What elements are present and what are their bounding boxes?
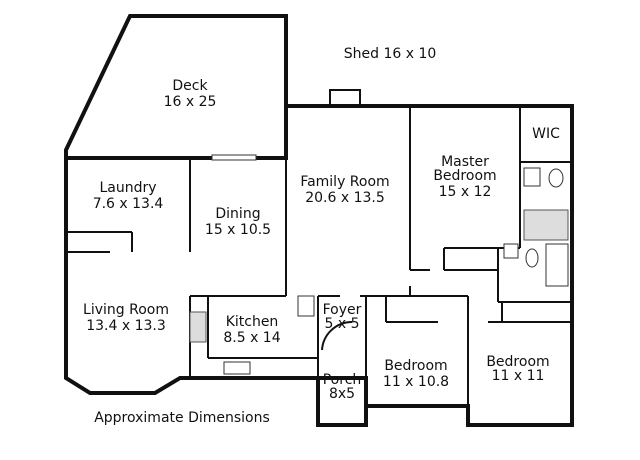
- sliding-door: [211, 154, 257, 161]
- kitchen-dims: 8.5 x 14: [223, 330, 280, 346]
- dining-dims: 15 x 10.5: [205, 222, 271, 238]
- deck-name: Deck: [172, 78, 208, 94]
- foyer-dims: 5 x 5: [325, 316, 360, 332]
- labels: Shed 16 x 10 Deck 16 x 25 Laundry 7.6 x …: [83, 46, 560, 426]
- bedroom-1-name: Bedroom: [384, 358, 447, 374]
- master-bedroom-dims: 15 x 12: [439, 184, 492, 200]
- kitchen-name: Kitchen: [226, 314, 279, 330]
- door-swing: [321, 320, 353, 351]
- deck-outline: [64, 14, 288, 160]
- family-room-dims: 20.6 x 13.5: [305, 190, 385, 206]
- family-room-name: Family Room: [300, 174, 389, 190]
- bedroom-2-dims: 11 x 11: [492, 368, 545, 384]
- living-room-dims: 13.4 x 13.3: [86, 318, 166, 334]
- laundry-name: Laundry: [99, 180, 156, 196]
- master-bedroom-name-1: Master: [441, 154, 489, 170]
- porch-name: Porch: [323, 372, 362, 388]
- master-bedroom-name-2: Bedroom: [433, 168, 496, 184]
- bedroom-1-dims: 11 x 10.8: [383, 374, 449, 390]
- toilet-icon: [548, 168, 564, 188]
- interior-walls: [66, 106, 572, 425]
- laundry-dims: 7.6 x 13.4: [93, 196, 164, 212]
- foyer-name: Foyer: [323, 302, 362, 318]
- stove-icon: [189, 311, 207, 343]
- chimney: [329, 89, 361, 107]
- bath-sink-icon: [503, 243, 519, 259]
- bathtub-icon: [545, 243, 569, 287]
- bath-toilet-icon: [525, 248, 539, 268]
- shed-label: Shed 16 x 10: [344, 46, 437, 62]
- bedroom-2-name: Bedroom: [486, 354, 549, 370]
- footer-note: Approximate Dimensions: [94, 410, 270, 426]
- deck-dims: 16 x 25: [164, 94, 217, 110]
- wic-name: WIC: [532, 126, 560, 142]
- sink-icon: [223, 361, 251, 375]
- fridge-icon: [297, 295, 315, 317]
- dining-name: Dining: [215, 206, 260, 222]
- shower-tile-icon: [523, 209, 569, 241]
- porch-dims: 8x5: [329, 386, 355, 402]
- fixtures: [189, 154, 569, 375]
- wic-sink-icon: [523, 167, 541, 187]
- living-room-name: Living Room: [83, 302, 169, 318]
